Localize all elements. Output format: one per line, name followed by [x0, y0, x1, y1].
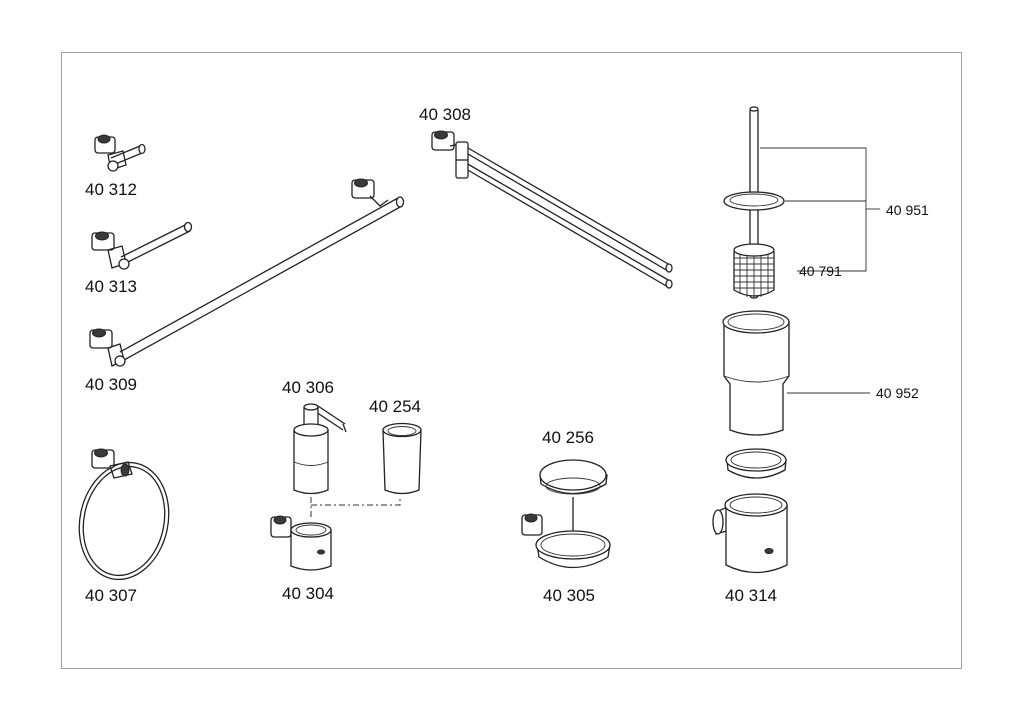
glass-holder — [270, 515, 332, 571]
part-number-40308: 40 308 — [419, 105, 471, 124]
towel-bar-swivel-double — [431, 130, 673, 289]
part-number-40312: 40 312 — [85, 180, 137, 199]
towel-ring — [78, 448, 170, 581]
part-number-40952: 40 952 — [876, 385, 919, 401]
leader-lines — [760, 147, 880, 394]
part-number-40304: 40 304 — [282, 584, 334, 603]
part-number-40307: 40 307 — [85, 586, 137, 605]
drawing-frame — [61, 52, 962, 669]
tumbler-glass — [382, 422, 422, 495]
part-number-40951: 40 951 — [886, 202, 929, 218]
robe-hook-double — [94, 134, 146, 172]
part-number-40314: 40 314 — [725, 586, 777, 605]
toilet-brush — [723, 106, 785, 299]
towel-bar-long — [89, 178, 405, 367]
connector-dashed — [310, 497, 401, 520]
soap-dispenser — [293, 403, 347, 495]
part-number-40791: 40 791 — [799, 263, 842, 279]
soap-dish-holder — [521, 513, 611, 569]
part-number-40306: 40 306 — [282, 378, 334, 397]
seal-ring — [725, 448, 787, 479]
towel-bar-short — [91, 221, 193, 270]
part-number-40256: 40 256 — [542, 428, 594, 447]
part-number-40305: 40 305 — [543, 586, 595, 605]
part-number-40254: 40 254 — [369, 397, 421, 416]
part-number-40313: 40 313 — [85, 277, 137, 296]
soap-dish — [539, 459, 608, 540]
brush-glass-insert — [722, 310, 790, 436]
part-number-40309: 40 309 — [85, 375, 137, 394]
brush-wall-holder — [712, 493, 788, 574]
